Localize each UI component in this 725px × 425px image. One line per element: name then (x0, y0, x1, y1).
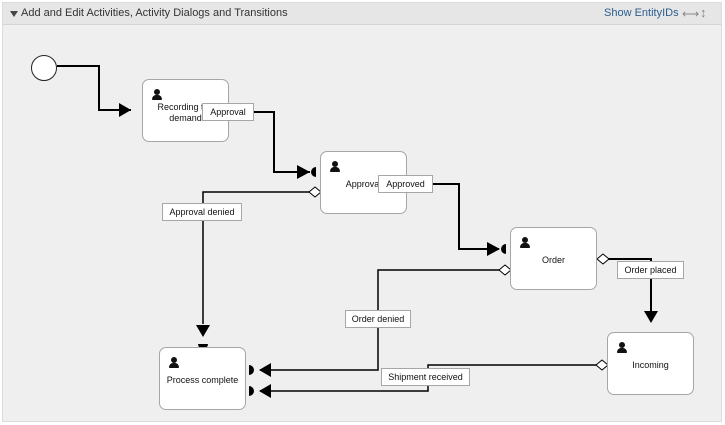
panel-title: Add and Edit Activities, Activity Dialog… (21, 7, 288, 19)
user-icon (152, 89, 162, 100)
transition-label-order-placed[interactable]: Order placed (617, 261, 684, 279)
process-canvas: Recording the demand Approval Order Inco… (3, 25, 721, 421)
connection-approval-denied (202, 191, 311, 324)
connection-recording-approval (254, 111, 310, 173)
activity-order[interactable]: Order (510, 227, 597, 290)
start-event[interactable] (31, 55, 57, 81)
activity-label: Recording the demand (157, 102, 214, 123)
arrowhead-icon (259, 363, 271, 377)
vertical-resize-icon[interactable]: ↕ (700, 5, 707, 20)
diamond-icon (596, 253, 610, 265)
endpoint-cap-icon (501, 244, 506, 254)
activity-label: Approval (345, 179, 382, 189)
arrowhead-icon (487, 242, 500, 256)
arrowhead-icon (259, 384, 271, 398)
arrowhead-icon (644, 311, 658, 323)
arrowhead-icon (297, 165, 310, 179)
transition-label-approved[interactable]: Approved (378, 175, 433, 193)
transition-label-shipment-received[interactable]: Shipment received (381, 368, 470, 386)
user-icon (520, 237, 530, 248)
horizontal-resize-icon[interactable]: ⟷ (682, 7, 700, 21)
user-icon (330, 161, 340, 172)
show-entity-ids-link[interactable]: Show EntityIDs (604, 7, 679, 19)
endpoint-cap-icon (249, 386, 254, 396)
connection-order-placed (603, 258, 652, 313)
panel-header: Add and Edit Activities, Activity Dialog… (3, 3, 721, 25)
triangle-down-icon[interactable] (10, 11, 18, 17)
user-icon (617, 342, 627, 353)
arrowhead-icon (119, 103, 131, 117)
transition-label-approval-denied[interactable]: Approval denied (162, 203, 242, 221)
endpoint-cap-icon (249, 365, 254, 375)
endpoint-cap-icon (311, 167, 316, 177)
connection-start-recording (57, 65, 131, 111)
activity-process-complete[interactable]: Process complete (159, 347, 246, 410)
activity-label: Order (541, 255, 565, 265)
connection-approval-order (433, 183, 499, 250)
transition-label-order-denied[interactable]: Order denied (345, 310, 411, 328)
arrowhead-icon (196, 325, 210, 337)
activity-label: Process complete (166, 375, 239, 385)
activity-incoming[interactable]: Incoming (607, 332, 694, 395)
user-icon (169, 357, 179, 368)
activity-label: Incoming (632, 360, 669, 370)
transition-label-approval[interactable]: Approval (202, 103, 254, 121)
